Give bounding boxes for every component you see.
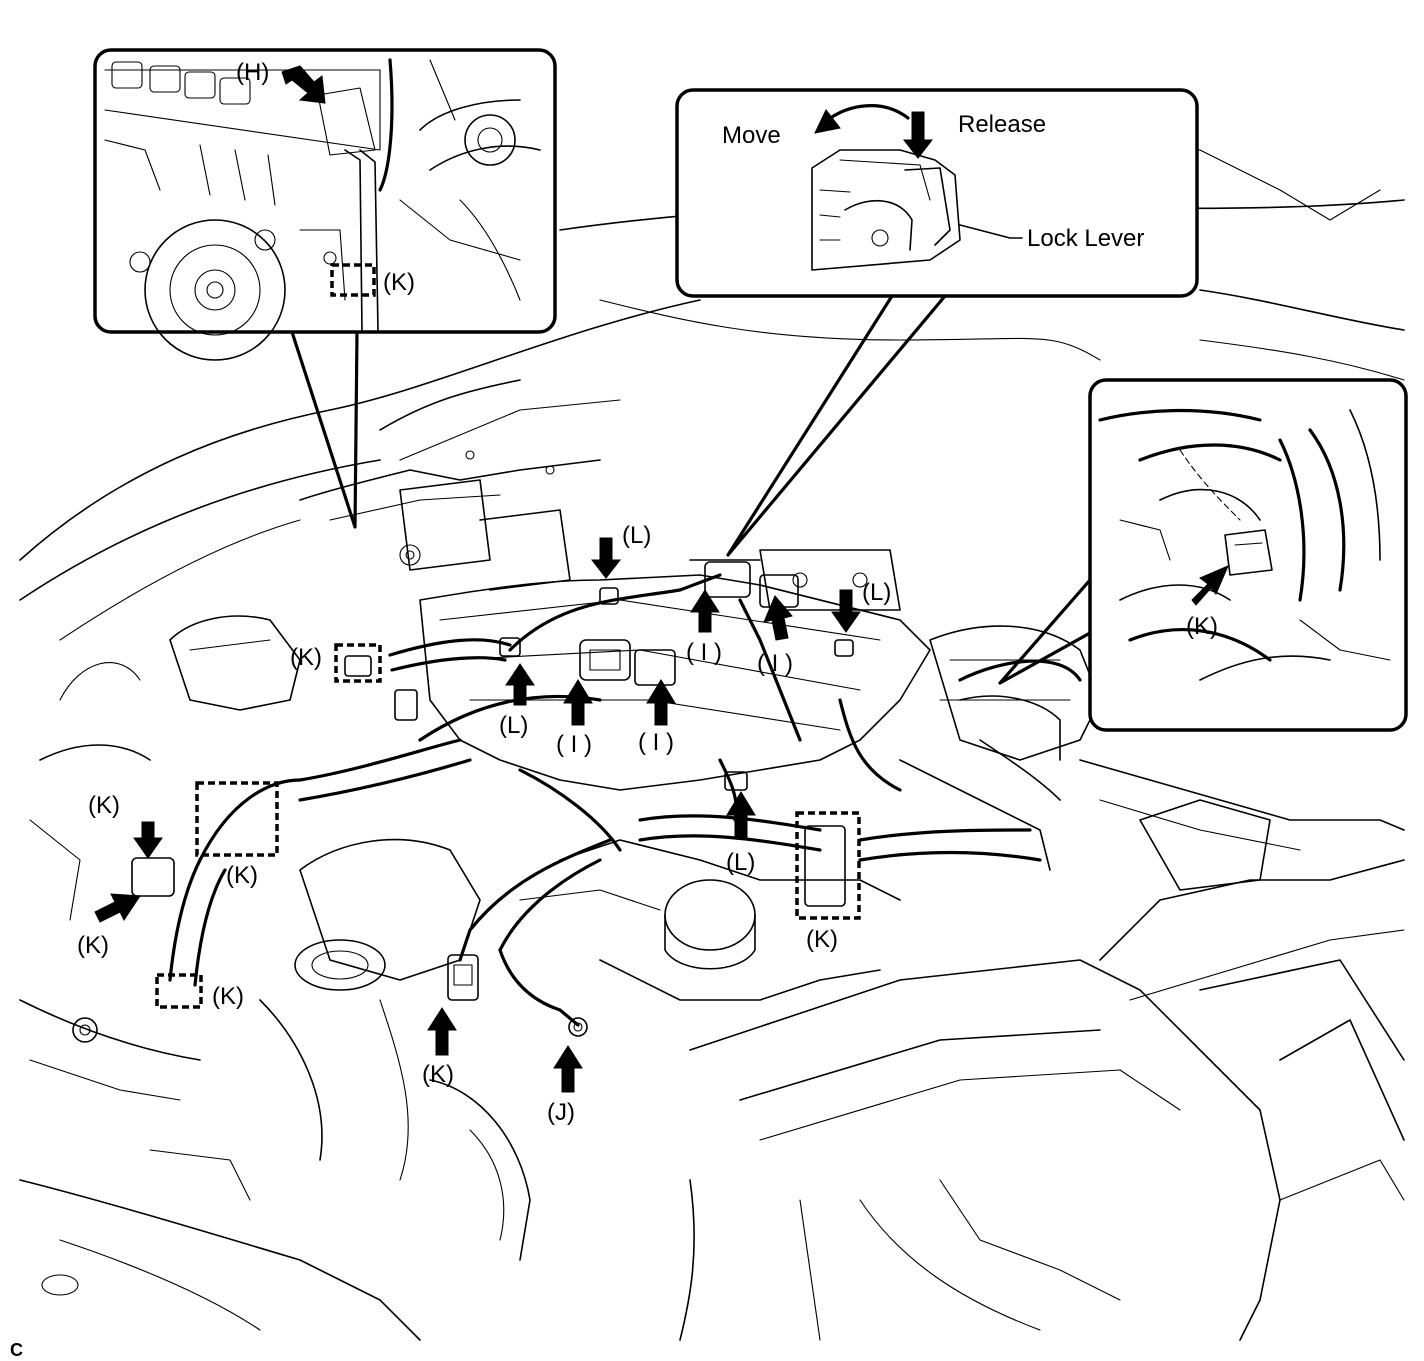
label-L-right: (L): [862, 579, 891, 606]
arrow-L-top: [590, 537, 622, 579]
label-J: (J): [547, 1099, 575, 1126]
arrow-I-2: [646, 679, 676, 726]
label-L-top: (L): [622, 522, 651, 549]
label-K-callout-right: (K): [1186, 613, 1218, 640]
release-label: Release: [958, 111, 1046, 138]
move-label: Move: [722, 122, 781, 149]
release-arrow: [902, 111, 934, 159]
main-arrows: [94, 537, 861, 1093]
move-arrow-curve: [823, 104, 910, 124]
lock-lever-art: [811, 104, 1023, 271]
arrow-K-right-callout: [1191, 565, 1229, 606]
arrow-H: [281, 65, 326, 104]
label-K-callout-left: (K): [383, 269, 415, 296]
label-L-left: (L): [499, 712, 528, 739]
arrow-K-bottom: [427, 1007, 457, 1056]
label-K-6: (K): [806, 926, 838, 953]
label-K-3: (K): [226, 862, 258, 889]
callout-lock-lever: Move Release Lock Lever: [675, 88, 1199, 298]
label-H: (H): [236, 59, 269, 86]
lock-lever-label: Lock Lever: [1027, 225, 1144, 252]
clamp-highlight-boxes: [155, 643, 861, 1009]
arrow-L-bottom: [726, 791, 756, 839]
callout-right-art: [1098, 408, 1391, 681]
callout-right: (K): [1088, 378, 1408, 732]
arrow-I-1: [563, 679, 593, 726]
main-labels: (L) (L) (L) (L) ( I ) ( I ) ( I ) ( I ) …: [77, 522, 891, 1126]
label-I-1: ( I ): [556, 731, 592, 758]
label-K-2: (K): [88, 792, 120, 819]
label-K-5: (K): [212, 983, 244, 1010]
arrow-I-3: [690, 589, 720, 633]
arrow-L-left: [505, 663, 535, 706]
label-K-7: (K): [422, 1061, 454, 1088]
label-I-3: ( I ): [686, 639, 722, 666]
label-I-4: ( I ): [757, 650, 793, 677]
arrow-K-top-left: [133, 821, 163, 859]
callout-top-left: (H) (K): [93, 48, 557, 361]
label-K-1: (K): [290, 644, 322, 671]
label-L-bottom: (L): [726, 849, 755, 876]
wire-harness: [168, 573, 1042, 1027]
arrow-I-4: [763, 595, 793, 641]
figure-code: C: [10, 1340, 23, 1360]
engine-background-linework: [19, 149, 1405, 1341]
arrow-L-right: [831, 589, 861, 633]
label-I-2: ( I ): [638, 729, 674, 756]
arrow-J: [553, 1045, 583, 1093]
label-K-4: (K): [77, 932, 109, 959]
callout-leaders: [290, 294, 1092, 685]
callout-top-left-art: [104, 58, 541, 361]
arrow-K-left: [94, 893, 141, 923]
